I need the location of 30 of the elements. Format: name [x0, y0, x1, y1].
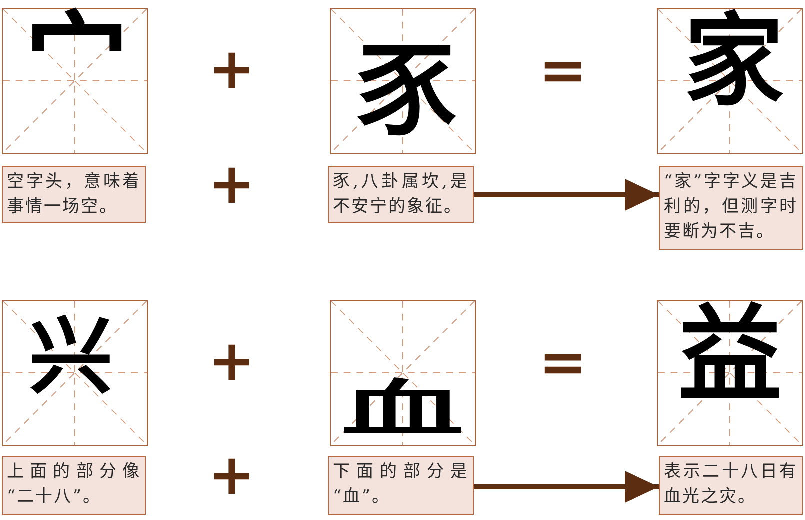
character-glyph: 益: [678, 303, 782, 407]
plus-sign: +: [208, 334, 256, 390]
character-grid-box: [657, 8, 803, 154]
equals-sign: =: [538, 41, 588, 99]
plus-sign: +: [208, 448, 256, 504]
note-text: 豕,八卦属坎,是不安宁的象征。: [333, 171, 469, 219]
character-grid-box: [330, 300, 476, 446]
arrow: [474, 179, 659, 211]
character-grid-box: [2, 8, 148, 154]
character-glyph: 家: [684, 11, 784, 111]
note-box: [659, 166, 803, 250]
note-box: [328, 456, 474, 515]
character-grid-box: [2, 300, 148, 446]
note-text: 空字头，意味着事情一场空。: [7, 171, 141, 219]
character-glyph: 兴: [29, 315, 113, 399]
note-text: 上面的部分像“二十八”。: [7, 461, 141, 509]
note-text: “家”字字义是吉利的，但测字时要断为不吉。: [664, 171, 798, 244]
note-box: [659, 456, 803, 515]
equals-sign: =: [538, 333, 588, 391]
plus-sign: +: [208, 157, 256, 213]
character-glyph: 豕: [357, 41, 457, 141]
note-text: 下面的部分是“血”。: [333, 461, 469, 509]
character-grid-box: [330, 8, 476, 154]
note-text: 表示二十八日有血光之灾。: [664, 461, 798, 509]
character-glyph: 宀: [25, 9, 129, 113]
character-glyph: 血: [341, 379, 464, 441]
plus-sign: +: [208, 42, 256, 98]
arrow: [474, 471, 659, 503]
character-grid-box: [657, 300, 803, 446]
note-box: [2, 456, 146, 515]
